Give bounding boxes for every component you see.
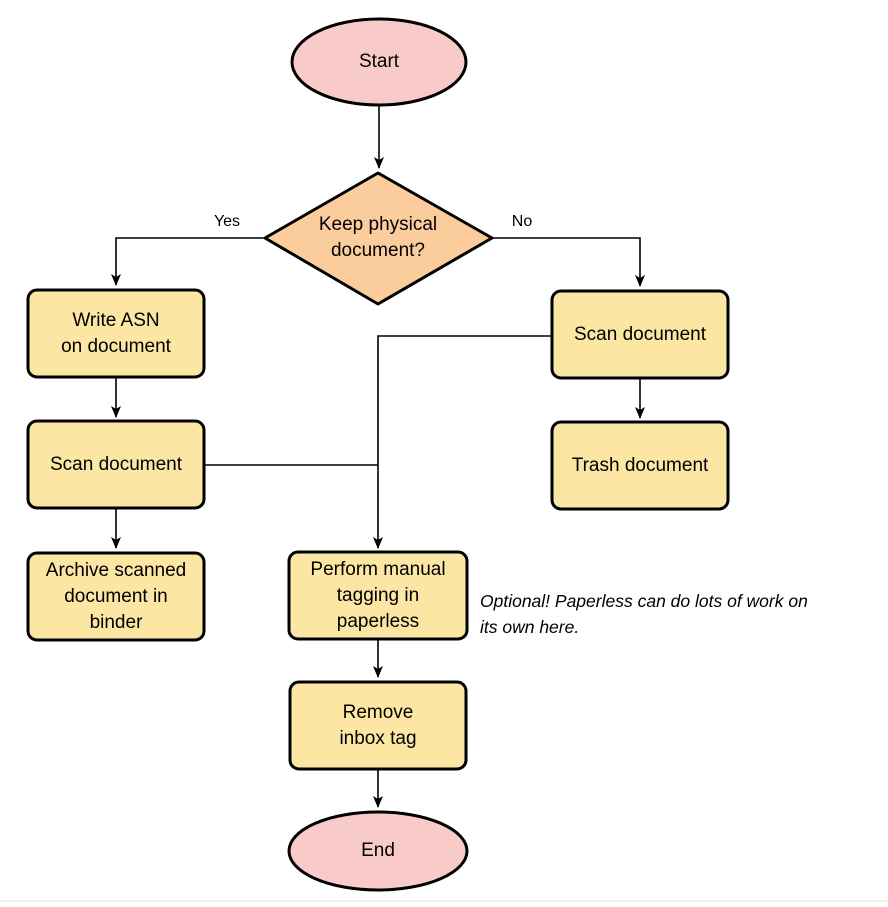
tagging-shape bbox=[287, 550, 469, 641]
yes-edge-label: Yes bbox=[213, 213, 241, 230]
start-terminator-shape bbox=[290, 17, 468, 107]
edge-decision-no bbox=[492, 237, 645, 287]
end-terminator-shape bbox=[287, 810, 469, 892]
no-edge-label: No bbox=[511, 213, 533, 230]
write-asn-shape bbox=[26, 288, 206, 379]
scan-left-shape bbox=[26, 419, 206, 510]
scan-right-shape bbox=[550, 289, 730, 380]
archive-shape bbox=[26, 551, 206, 642]
trash-shape bbox=[550, 420, 730, 511]
edge-scanright-to-tagging bbox=[373, 335, 552, 549]
edge-decision-yes bbox=[111, 237, 265, 286]
optional-note-text: Optional! Paperless can do lots of work … bbox=[480, 591, 808, 637]
decision-diamond-shape bbox=[263, 171, 494, 306]
remove-inbox-shape bbox=[288, 680, 468, 771]
bottom-divider-line bbox=[0, 900, 888, 902]
